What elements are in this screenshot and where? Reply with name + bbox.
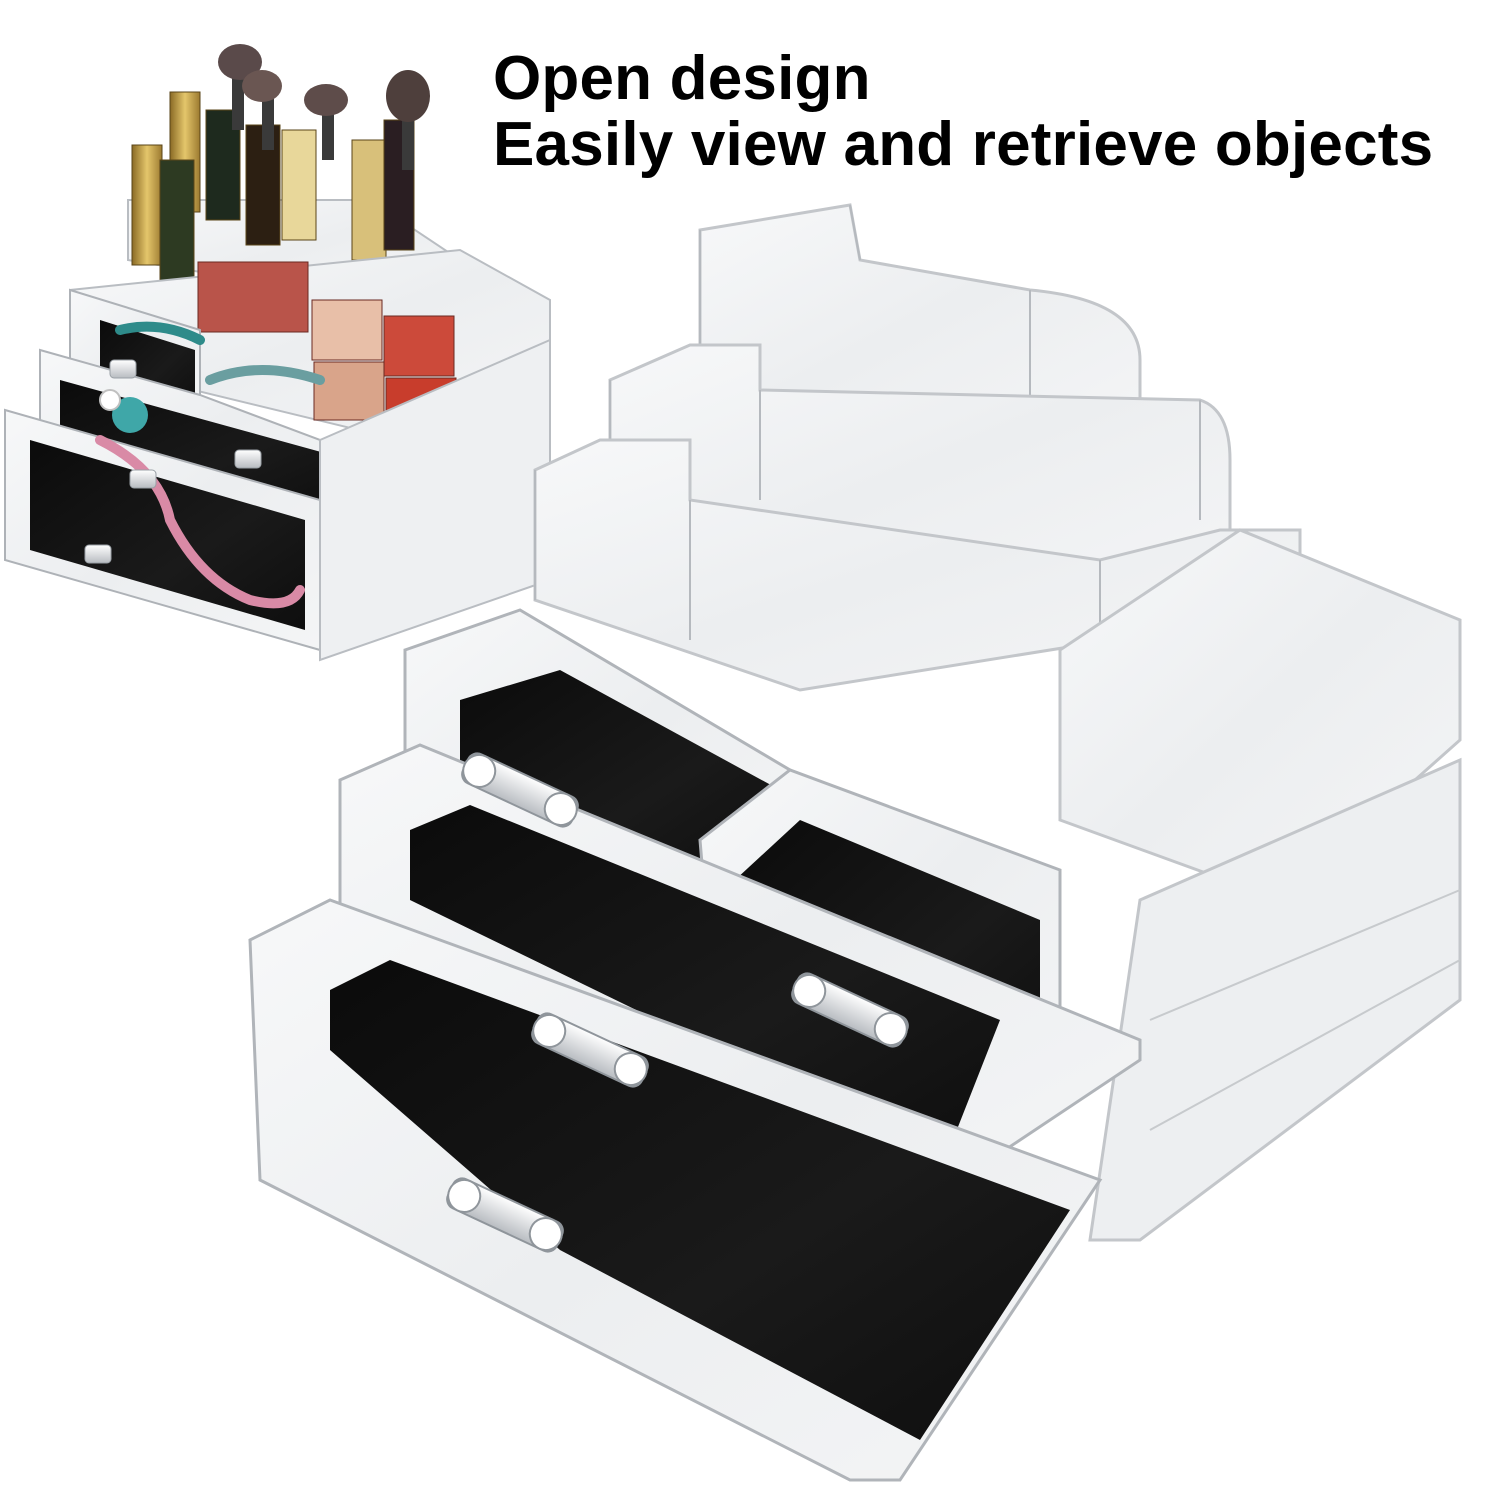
main-drawer-bottom-felt <box>330 960 1070 1440</box>
main-middle-tier <box>608 343 1232 602</box>
main-drawer-top-left-felt <box>460 670 780 880</box>
main-organizer <box>248 203 1462 1482</box>
headline-line-1: Open design <box>493 44 871 113</box>
inset-organizer <box>4 44 551 662</box>
headline: Open design Easily view and retrieve obj… <box>493 46 1433 178</box>
inset-knobs <box>84 359 262 564</box>
inset-drawer-3-felt <box>30 440 305 630</box>
main-drawer-middle-felt <box>410 805 1000 1160</box>
headline-line-2: Easily view and retrieve objects <box>493 110 1434 179</box>
main-drawer-knobs <box>446 752 909 1253</box>
inset-brushes <box>218 44 430 170</box>
